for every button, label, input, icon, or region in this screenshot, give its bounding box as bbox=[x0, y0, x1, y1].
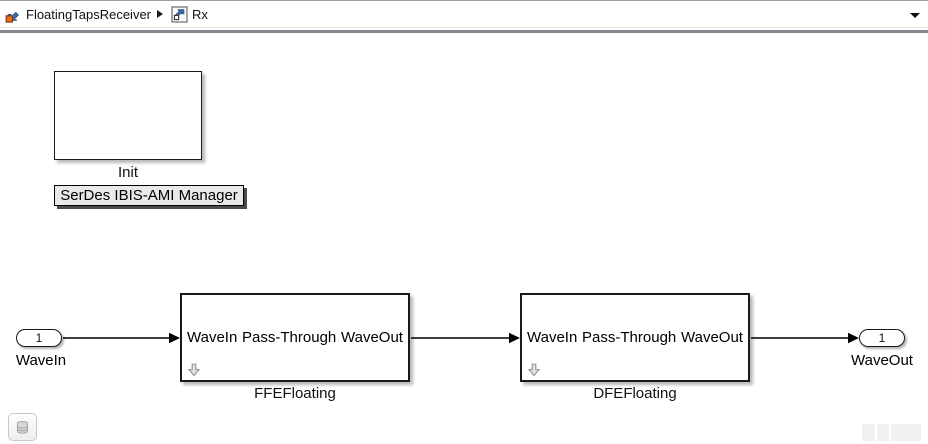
variant-down-arrow-icon bbox=[187, 363, 201, 377]
arrowhead-ffe bbox=[169, 332, 180, 344]
breadcrumb-item-subsystem[interactable]: Rx bbox=[171, 5, 208, 23]
outport-1[interactable]: 1 bbox=[859, 329, 905, 347]
dfe-in-port-label: WaveIn bbox=[527, 329, 578, 346]
dfe-floating-block[interactable]: WaveIn Pass-Through WaveOut bbox=[520, 293, 750, 382]
inport-number: 1 bbox=[35, 331, 43, 345]
init-block[interactable] bbox=[54, 71, 202, 160]
arrowhead-dfe bbox=[509, 332, 520, 344]
variant-down-arrow-icon bbox=[527, 363, 541, 377]
subsystem-badge-icon bbox=[171, 5, 188, 23]
outport-label: WaveOut bbox=[851, 352, 913, 369]
ffe-in-port-label: WaveIn bbox=[187, 329, 238, 346]
inport-label: WaveIn bbox=[15, 352, 67, 369]
breadcrumb-item-model[interactable]: FloatingTapsReceiver bbox=[5, 6, 151, 23]
splitter-band bbox=[0, 30, 928, 33]
database-icon bbox=[16, 420, 29, 434]
init-block-label: Init bbox=[117, 164, 138, 181]
breadcrumb-label-model: FloatingTapsReceiver bbox=[26, 6, 152, 22]
model-data-browser-button[interactable] bbox=[8, 413, 37, 441]
ffe-display-text: Pass-Through bbox=[242, 329, 337, 346]
breadcrumb-label-subsystem: Rx bbox=[192, 6, 208, 22]
breadcrumb: FloatingTapsReceiver Rx bbox=[0, 0, 928, 28]
serdes-ibis-ami-manager-button[interactable]: SerDes IBIS-AMI Manager bbox=[54, 185, 244, 206]
outport-number: 1 bbox=[878, 331, 886, 345]
ffe-floating-block[interactable]: WaveIn Pass-Through WaveOut bbox=[180, 293, 410, 382]
inport-1[interactable]: 1 bbox=[16, 329, 62, 347]
ffe-out-port-label: WaveOut bbox=[341, 329, 403, 346]
caret-down-icon[interactable] bbox=[910, 13, 920, 18]
faded-ui-artifact bbox=[862, 424, 875, 441]
ffe-block-name: FFEFloating bbox=[254, 385, 336, 402]
simulink-model-icon bbox=[5, 11, 19, 23]
faded-ui-artifact bbox=[877, 424, 889, 441]
dfe-block-name: DFEFloating bbox=[593, 385, 677, 402]
caret-right-icon bbox=[157, 10, 164, 18]
arrowhead-outport bbox=[848, 332, 859, 344]
faded-ui-artifact bbox=[891, 424, 921, 441]
dfe-out-port-label: WaveOut bbox=[681, 329, 743, 346]
dfe-display-text: Pass-Through bbox=[582, 329, 677, 346]
